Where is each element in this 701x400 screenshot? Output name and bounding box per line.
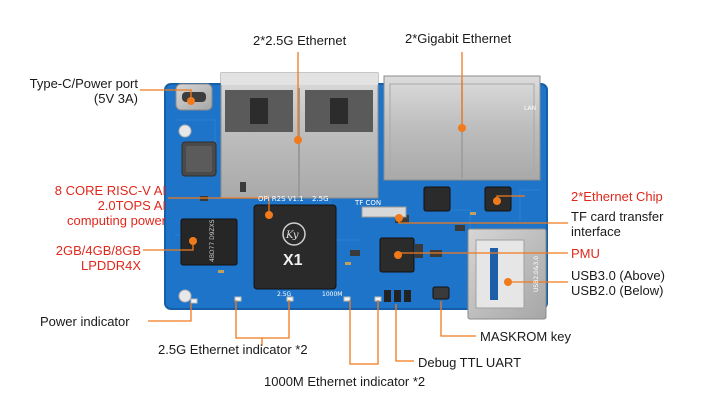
- silk-lan: LAN: [524, 105, 536, 112]
- silk-tf: TF CON: [354, 199, 381, 207]
- label-ethernet-chip: 2*Ethernet Chip: [571, 189, 663, 204]
- indicator-leds: [190, 296, 382, 304]
- label-25g-ethernet: 2*2.5G Ethernet: [253, 33, 347, 48]
- ram-chip: [180, 218, 238, 266]
- label-cpu-line3: computing power: [67, 213, 166, 228]
- silk-usb: USB2.0&3.0: [533, 256, 540, 292]
- label-typec-line2: (5V 3A): [93, 91, 138, 106]
- label-typec-power: Type-C/Power port (5V 3A): [16, 76, 138, 106]
- label-ram-line2: LPDDR4X: [81, 258, 141, 273]
- tf-slot: [361, 206, 407, 218]
- label-cpu: 8 CORE RISC-V AI 2.0TOPS AI computing po…: [6, 183, 166, 228]
- inductor: [181, 141, 217, 177]
- usb-a-port: [467, 228, 547, 320]
- label-power-indicator: Power indicator: [40, 314, 130, 329]
- callout-dots: [187, 97, 512, 286]
- chip-model: X1: [283, 252, 303, 269]
- label-gigabit-ethernet: 2*Gigabit Ethernet: [405, 31, 512, 46]
- label-maskrom: MASKROM key: [480, 329, 572, 344]
- label-1000m-indicator: 1000M Ethernet indicator *2: [264, 374, 426, 389]
- label-usb: USB3.0 (Above) USB2.0 (Below): [571, 268, 665, 298]
- label-ram: 2GB/4GB/8GB LPDDR4X: [16, 243, 141, 273]
- debug-header: [384, 290, 411, 302]
- label-tf-line1: TF card transfer: [571, 209, 664, 224]
- soc-chip: [253, 204, 337, 290]
- usb-c-port: [175, 83, 213, 111]
- label-usb-line1: USB3.0 (Above): [571, 268, 665, 283]
- label-ram-line1: 2GB/4GB/8GB: [55, 243, 141, 258]
- silk-eth: 2.5G: [312, 195, 329, 203]
- label-cpu-line2: 2.0TOPS AI: [97, 198, 166, 213]
- label-typec-line1: Type-C/Power port: [29, 76, 138, 91]
- label-cpu-line1: 8 CORE RISC-V AI: [54, 183, 166, 198]
- maskrom-button: [432, 286, 450, 300]
- silk-1000m: 1000M: [322, 291, 342, 298]
- silk-25g: 2.5G: [277, 291, 292, 298]
- rj45-25g-jacks: [220, 72, 379, 199]
- silk-model: OPi R2S V1.1: [258, 195, 304, 203]
- label-tf-line2: interface: [571, 224, 621, 239]
- chip-brand: Ky: [285, 230, 299, 241]
- label-debug-uart: Debug TTL UART: [418, 355, 522, 370]
- label-pmu: PMU: [571, 246, 600, 261]
- label-tf-card: TF card transfer interface: [571, 209, 663, 239]
- ram-marking: 4BD77 D9ZXS: [209, 219, 216, 262]
- label-usb-line2: USB2.0 (Below): [571, 283, 664, 298]
- label-25g-indicator: 2.5G Ethernet indicator *2: [158, 342, 308, 357]
